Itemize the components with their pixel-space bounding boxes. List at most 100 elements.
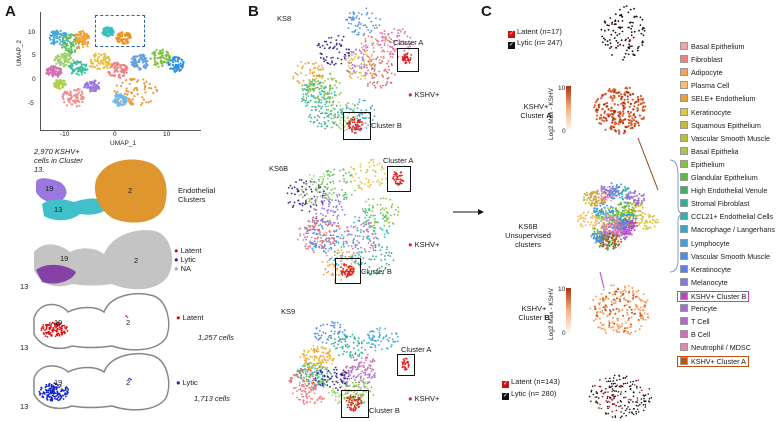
scatter-point bbox=[311, 87, 314, 90]
scatter-point bbox=[619, 26, 621, 29]
scatter-point bbox=[331, 193, 333, 196]
scatter-point bbox=[61, 333, 63, 336]
scatter-point bbox=[352, 71, 355, 73]
scatter-point bbox=[344, 255, 347, 258]
scatter-point bbox=[330, 36, 333, 39]
scatter-point bbox=[103, 52, 107, 56]
scatter-point bbox=[344, 103, 347, 106]
scatter-point bbox=[374, 236, 377, 238]
scatter-point bbox=[132, 102, 135, 106]
scatter-point bbox=[333, 242, 336, 245]
scatter-point bbox=[48, 322, 51, 324]
scatter-point bbox=[615, 46, 617, 49]
scatter-point bbox=[295, 181, 297, 184]
scatter-point bbox=[385, 335, 387, 338]
scatter-point bbox=[372, 161, 375, 164]
scatter-point bbox=[304, 365, 306, 368]
scatter-point bbox=[60, 385, 62, 387]
scatter-point bbox=[348, 345, 351, 348]
scatter-point bbox=[386, 211, 388, 214]
scatter-point bbox=[333, 383, 336, 386]
scatter-point bbox=[362, 401, 365, 404]
scatter-point bbox=[342, 168, 345, 171]
scatter-point bbox=[406, 52, 409, 54]
scatter-point bbox=[313, 245, 316, 248]
scatter-point bbox=[353, 365, 355, 368]
scatter-point bbox=[326, 271, 328, 274]
scatter-point bbox=[88, 65, 91, 68]
scatter-point bbox=[108, 28, 111, 31]
scatter-point bbox=[313, 75, 316, 78]
scatter-point bbox=[122, 38, 125, 41]
scatter-point bbox=[407, 59, 409, 61]
scatter-point bbox=[58, 42, 62, 45]
scatter-point bbox=[77, 73, 80, 76]
scatter-point bbox=[309, 120, 312, 123]
scatter-point bbox=[366, 219, 368, 222]
scatter-point bbox=[304, 362, 307, 364]
scatter-point bbox=[311, 379, 314, 382]
scatter-point bbox=[352, 11, 355, 14]
scatter-point bbox=[306, 102, 309, 104]
scatter-point bbox=[332, 107, 335, 110]
scatter-point bbox=[337, 331, 340, 334]
scatter-point bbox=[350, 377, 353, 380]
scatter-point bbox=[338, 194, 341, 196]
scatter-point bbox=[326, 323, 328, 326]
scatter-point bbox=[310, 367, 312, 370]
panel-letter-b: B bbox=[248, 3, 259, 20]
scatter-point bbox=[387, 232, 389, 235]
scatter-point bbox=[604, 43, 607, 46]
scatter-point bbox=[304, 383, 306, 385]
scatter-point bbox=[65, 91, 69, 94]
scatter-point bbox=[358, 220, 361, 223]
scatter-point bbox=[299, 356, 302, 358]
scatter-point bbox=[358, 125, 361, 128]
scatter-point bbox=[297, 199, 300, 202]
scatter-point bbox=[130, 61, 133, 64]
cluster-label: 13 bbox=[54, 205, 63, 214]
scatter-point bbox=[358, 101, 361, 103]
latent-count: 1,257 cells bbox=[198, 333, 234, 342]
scatter-point bbox=[328, 391, 330, 394]
scatter-point bbox=[307, 247, 309, 250]
scatter-point bbox=[339, 169, 342, 172]
scatter-point bbox=[118, 76, 121, 79]
scatter-point bbox=[592, 224, 594, 227]
scatter-point bbox=[584, 217, 587, 220]
scatter-point bbox=[97, 67, 101, 70]
scatter-point bbox=[612, 109, 615, 112]
scatter-point bbox=[366, 66, 368, 69]
scatter-point bbox=[357, 400, 359, 403]
scatter-point bbox=[79, 32, 82, 35]
scatter-point bbox=[336, 116, 339, 119]
scatter-point bbox=[128, 97, 131, 100]
scatter-point bbox=[330, 334, 332, 337]
scatter-point bbox=[307, 351, 309, 354]
scatter-point bbox=[103, 27, 106, 30]
scatter-point bbox=[642, 34, 645, 37]
scatter-point bbox=[313, 67, 315, 70]
scatter-point bbox=[370, 60, 372, 63]
scatter-point bbox=[336, 215, 339, 218]
scatter-point bbox=[145, 80, 148, 83]
scatter-point bbox=[52, 321, 54, 324]
scatter-point bbox=[349, 268, 352, 271]
scatter-point bbox=[326, 43, 329, 46]
scatter-point bbox=[80, 66, 83, 69]
scatter-point bbox=[335, 124, 338, 126]
scatter-point bbox=[303, 88, 306, 91]
scatter-point bbox=[387, 76, 390, 79]
scatter-point bbox=[356, 375, 359, 378]
scatter-point bbox=[371, 338, 374, 341]
scatter-point bbox=[49, 38, 52, 41]
scatter-point bbox=[358, 67, 361, 70]
scatter-point bbox=[310, 373, 312, 375]
scatter-point bbox=[80, 97, 83, 100]
scatter-point bbox=[301, 395, 303, 398]
scatter-point bbox=[65, 56, 68, 60]
scatter-point bbox=[374, 349, 377, 352]
scatter-point bbox=[379, 85, 382, 87]
scatter-point bbox=[311, 71, 314, 74]
scatter-point bbox=[302, 79, 305, 82]
